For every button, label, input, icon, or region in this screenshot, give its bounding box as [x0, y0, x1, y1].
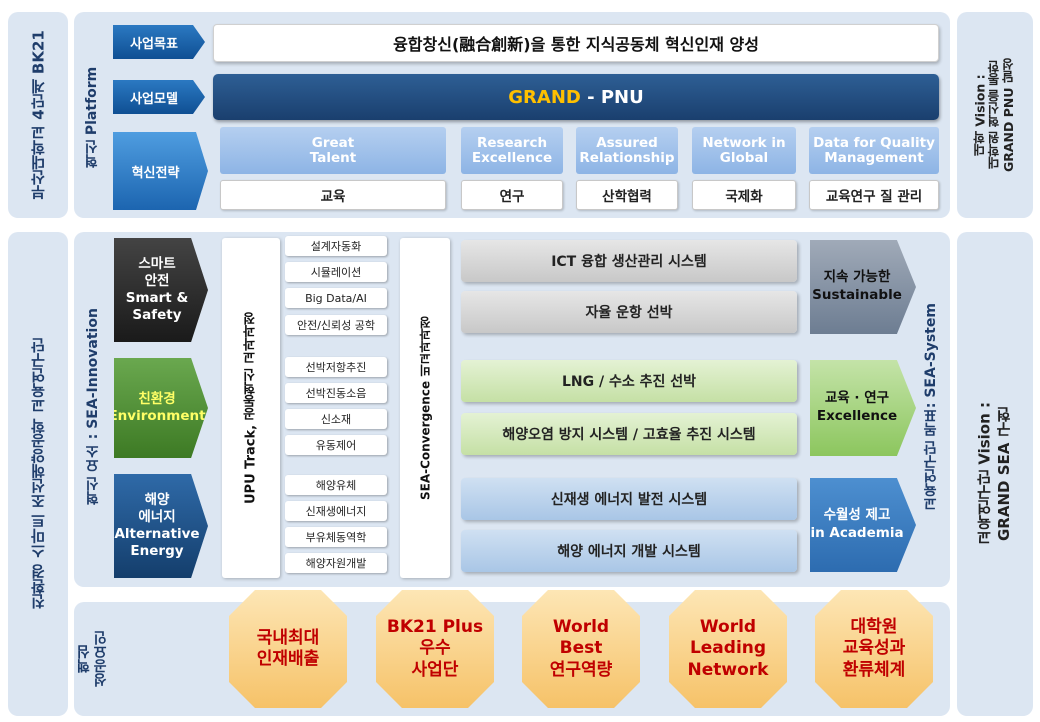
element-environment: 친환경 Environment [114, 358, 208, 458]
strategy-assured: Assured Relationship [576, 127, 678, 174]
system-label: 교육연구단 목표: SEA-System [923, 303, 939, 511]
sea-convergence-box: SEA-Convergence 비교과과정 [400, 238, 450, 578]
system-renewable: 신재생 에너지 발전 시스템 [461, 478, 797, 520]
strategy-network: Network in Global [692, 127, 796, 174]
upu-track-label: UPU Track, 공동혁신 교과과정 [243, 311, 259, 505]
model-bar: GRAND - PNU [213, 74, 939, 120]
strategy-great-talent: Great Talent [220, 127, 446, 174]
course-item: Big Data/AI [285, 288, 387, 308]
success-factor: 국내최대 인재배출 [229, 590, 347, 708]
course-item: 신재생에너지 [285, 501, 387, 521]
upu-track-box: UPU Track, 공동혁신 교과과정 [222, 238, 280, 578]
strategy-research: Research Excellence [461, 127, 563, 174]
system-ict: ICT 융합 생산관리 시스템 [461, 240, 797, 282]
goal-label-arrow: 사업목표 [113, 25, 205, 59]
success-factor: World Leading Network [669, 590, 787, 708]
strategy-education: 교육 [220, 180, 446, 210]
element-smart-safety: 스마트 안전 Smart & Safety [114, 238, 208, 342]
course-item: 해양유체 [285, 475, 387, 495]
course-item: 설계자동화 [285, 236, 387, 256]
model-pnu: - PNU [580, 86, 644, 108]
research-group-vertical-label: 친환경 스마트 조선해양공학 교육연구단 [29, 338, 48, 610]
strategy-industry: 산학협력 [576, 180, 678, 210]
course-item: 유동제어 [285, 435, 387, 455]
goal-text: 융합창신(融合創新)을 통한 지식공동체 혁신인재 양성 [213, 24, 939, 62]
strategy-label-arrow: 혁신전략 [113, 132, 208, 210]
group-vision-label: 교육연구단 Vision : GRAND SEA 구현 [975, 402, 1014, 546]
sea-convergence-label: SEA-Convergence 비교과과정 [418, 316, 433, 500]
course-item: 해양자원개발 [285, 553, 387, 573]
model-label-arrow: 사업모델 [113, 80, 205, 114]
strategy-data: Data for Quality Management [809, 127, 939, 174]
goal-academia: 수월성 제고 in Academia [810, 478, 916, 572]
strategy-global: 국제화 [692, 180, 796, 210]
system-lng: LNG / 수소 추진 선박 [461, 360, 797, 402]
strategy-research-ko: 연구 [461, 180, 563, 210]
goal-excellence: 교육 · 연구 Excellence [810, 360, 916, 456]
course-item: 부유체동역학 [285, 527, 387, 547]
course-item: 선박저항추진 [285, 357, 387, 377]
element-energy: 해양 에너지 Alternative Energy [114, 474, 208, 578]
model-grand: GRAND [508, 86, 581, 108]
bk21-vertical-label: 부산대학교 4단계 BK21 [29, 30, 48, 200]
platform-label: 혁신 Platform [84, 66, 100, 168]
innovation-label: 혁신 요소 : SEA-Innovation [85, 308, 101, 506]
goal-sustainable: 지속 가능한 Sustainable [810, 240, 916, 334]
success-factor: BK21 Plus 우수 사업단 [376, 590, 494, 708]
system-ocean-energy: 해양 에너지 개발 시스템 [461, 530, 797, 572]
success-factor: World Best 연구역량 [522, 590, 640, 708]
course-item: 시뮬레이션 [285, 262, 387, 282]
course-item: 선박진동소음 [285, 383, 387, 403]
success-panel: 핵심 성공요인 [74, 602, 950, 716]
strategy-quality: 교육연구 질 관리 [809, 180, 939, 210]
course-item: 안전/신뢰성 공학 [285, 315, 387, 335]
university-vision-label: 대학 Vision : 대학원 혁신을 통한 GRAND PNU 달성 [972, 58, 1017, 172]
course-item: 신소재 [285, 409, 387, 429]
success-label: 핵심 성공요인 [76, 631, 109, 687]
system-autonomous: 자율 운항 선박 [461, 291, 797, 333]
system-pollution: 해양오염 방지 시스템 / 고효율 추진 시스템 [461, 413, 797, 455]
success-factor: 대학원 교육성과 환류체계 [815, 590, 933, 708]
